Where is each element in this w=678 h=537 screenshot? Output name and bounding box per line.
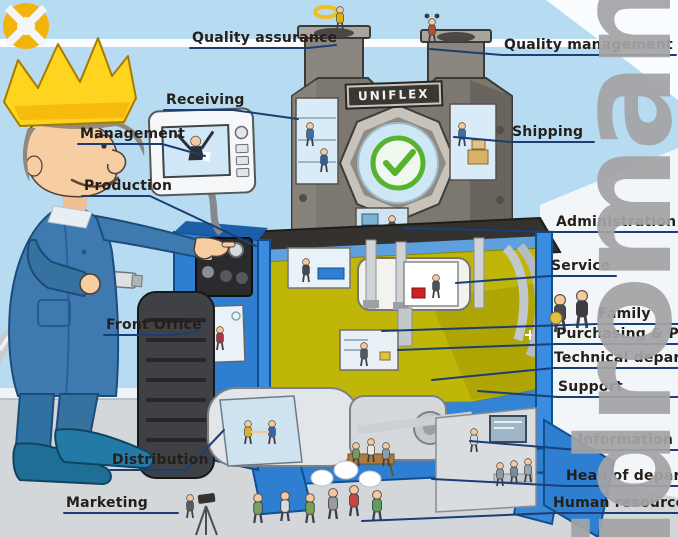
label-head-of-department: Head of department <box>566 468 678 484</box>
vignette-workshop <box>287 247 351 289</box>
label-distribution: Distribution <box>112 452 209 468</box>
check-circle-icon <box>370 135 426 191</box>
label-shipping: Shipping <box>512 124 584 140</box>
uniflex-machine-logo: UNIFLEX <box>346 82 441 108</box>
vignette-service <box>403 261 459 307</box>
check-mark-icon <box>383 149 416 176</box>
label-production: Production <box>84 178 173 194</box>
vignette-shipping <box>449 103 497 181</box>
label-marketing: Marketing <box>66 495 148 511</box>
vignette-it-room <box>435 407 537 513</box>
label-quality-assurance: Quality assurance <box>192 30 338 46</box>
figure-quality-assurance <box>313 5 345 31</box>
hidroman-logo-icon <box>3 3 49 49</box>
figure-quality-management <box>424 13 440 43</box>
label-support: Support <box>558 379 623 395</box>
label-information-technology: Information technology <box>578 432 678 448</box>
vignette-purchasing <box>339 329 399 371</box>
vignette-distribution <box>219 395 303 467</box>
label-family: Family <box>598 306 651 322</box>
label-receiving: Receiving <box>166 92 245 108</box>
label-purchasing: Purchasing & Pr <box>556 326 678 342</box>
label-service: Service <box>551 258 611 274</box>
figure-marketing-camera <box>185 493 218 536</box>
vignette-receiving <box>295 97 339 185</box>
label-management: Management <box>80 126 186 142</box>
figures-walking-crowd <box>252 460 383 525</box>
label-administration: Administration <box>556 214 677 230</box>
label-quality-management: Quality management <box>504 37 673 53</box>
king-character <box>0 37 236 486</box>
label-front-office: Front Office <box>106 317 202 333</box>
crimp-die <box>338 103 458 223</box>
label-human-resources: Human resources department <box>553 495 678 511</box>
label-technical-department: Technical department <box>554 350 678 366</box>
